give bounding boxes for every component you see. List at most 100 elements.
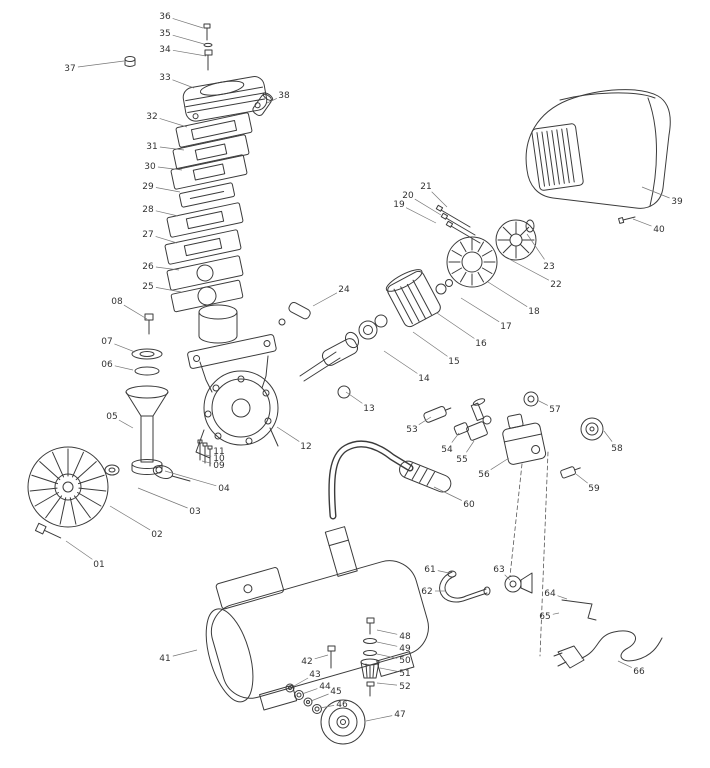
callout-label-48: 48 [399, 632, 411, 642]
callout-leader-12 [276, 426, 300, 442]
cylinder-sleeve [198, 304, 238, 344]
callout-leader-41 [172, 649, 198, 657]
assembly-guide-lines [509, 451, 549, 657]
callout-leader-02 [109, 505, 151, 531]
callout-leader-63 [504, 574, 511, 581]
callout-label-08: 08 [111, 297, 123, 307]
valve-plate [172, 134, 250, 170]
callout-label-09: 09 [213, 461, 225, 471]
crankcase [187, 334, 279, 459]
callout-leader-16 [436, 312, 475, 339]
callout-leader-20 [414, 198, 442, 216]
callout-label-39: 39 [671, 197, 683, 207]
shaft-washer [104, 464, 120, 476]
callout-label-56: 56 [478, 470, 490, 480]
filter-cup [360, 658, 380, 679]
callout-label-29: 29 [142, 182, 154, 192]
callout-label-05: 05 [106, 412, 117, 422]
callout-leader-06 [114, 365, 134, 371]
callout-leader-07 [114, 343, 136, 353]
callout-label-23: 23 [543, 262, 554, 272]
callout-leader-54 [451, 432, 460, 443]
callout-leader-27 [155, 236, 178, 244]
tank [205, 526, 429, 711]
callout-label-44: 44 [319, 682, 331, 692]
callout-leader-03 [137, 487, 188, 509]
gasket-small [179, 182, 235, 208]
callout-leader-40 [632, 218, 652, 227]
safety-valve [504, 572, 533, 594]
drain-tube [439, 570, 491, 603]
valve-plate-lower [166, 202, 244, 238]
callout-leader-22 [508, 258, 550, 281]
pressure-cap [523, 391, 539, 407]
callout-leader-55 [466, 440, 475, 453]
diagram-artwork [27, 23, 671, 745]
head-gasket [175, 112, 253, 148]
callout-label-20: 20 [402, 191, 414, 201]
callout-label-34: 34 [159, 45, 171, 55]
callout-leader-15 [412, 331, 448, 357]
callout-leader-28 [155, 210, 179, 217]
callout-label-38: 38 [278, 91, 290, 101]
callout-label-14: 14 [418, 374, 430, 384]
callout-label-65: 65 [539, 612, 550, 622]
callout-label-43: 43 [309, 670, 320, 680]
callout-leader-64 [557, 595, 568, 600]
callout-leader-61 [437, 570, 450, 574]
callout-leader-33 [172, 79, 195, 89]
callout-label-52: 52 [399, 682, 410, 692]
valve-discs [131, 348, 163, 376]
cover-screw [618, 216, 636, 224]
callout-label-26: 26 [142, 262, 154, 272]
callout-label-41: 41 [159, 654, 170, 664]
callout-label-61: 61 [424, 565, 435, 575]
callout-leader-21 [431, 191, 448, 208]
callout-leader-32 [159, 118, 188, 128]
pin-clip [278, 318, 286, 326]
rotor [385, 269, 441, 328]
callout-label-07: 07 [101, 337, 112, 347]
callout-leader-42 [314, 654, 329, 660]
callout-leader-30 [157, 166, 183, 171]
crankshaft-assembly [299, 314, 388, 399]
callout-leader-13 [345, 391, 363, 404]
callout-leader-57 [536, 399, 548, 406]
callout-label-28: 28 [142, 205, 154, 215]
callout-leader-49 [376, 641, 398, 647]
callout-leader-46 [319, 705, 335, 709]
callout-leader-34 [172, 49, 207, 57]
callout-label-62: 62 [421, 587, 432, 597]
callout-label-45: 45 [330, 687, 341, 697]
callout-label-21: 21 [420, 182, 431, 192]
eccentric-arm [152, 465, 191, 482]
callout-leader-10 [205, 454, 212, 457]
callout-label-42: 42 [301, 657, 312, 667]
pressure-switch [502, 413, 547, 465]
callout-label-06: 06 [101, 360, 113, 370]
axle-washers [285, 683, 322, 714]
elbow-fitting [252, 92, 274, 116]
motor-cover [525, 89, 671, 209]
callout-label-30: 30 [144, 162, 156, 172]
callout-leader-14 [383, 350, 418, 374]
callout-label-13: 13 [363, 404, 374, 414]
piston-pin [288, 301, 311, 320]
callout-label-04: 04 [218, 484, 230, 494]
rotor-clip [445, 279, 453, 287]
callout-label-33: 33 [159, 73, 170, 83]
callout-leader-38 [266, 98, 277, 104]
callout-label-49: 49 [399, 644, 411, 654]
callout-leader-26 [155, 266, 180, 271]
callout-leader-50 [376, 653, 398, 659]
callout-leader-39 [641, 186, 670, 199]
wheel [320, 699, 366, 745]
callout-label-66: 66 [633, 667, 645, 677]
callout-label-12: 12 [300, 442, 311, 452]
callout-leader-53 [418, 416, 432, 425]
callout-leader-66 [617, 660, 632, 668]
callout-label-60: 60 [463, 500, 475, 510]
